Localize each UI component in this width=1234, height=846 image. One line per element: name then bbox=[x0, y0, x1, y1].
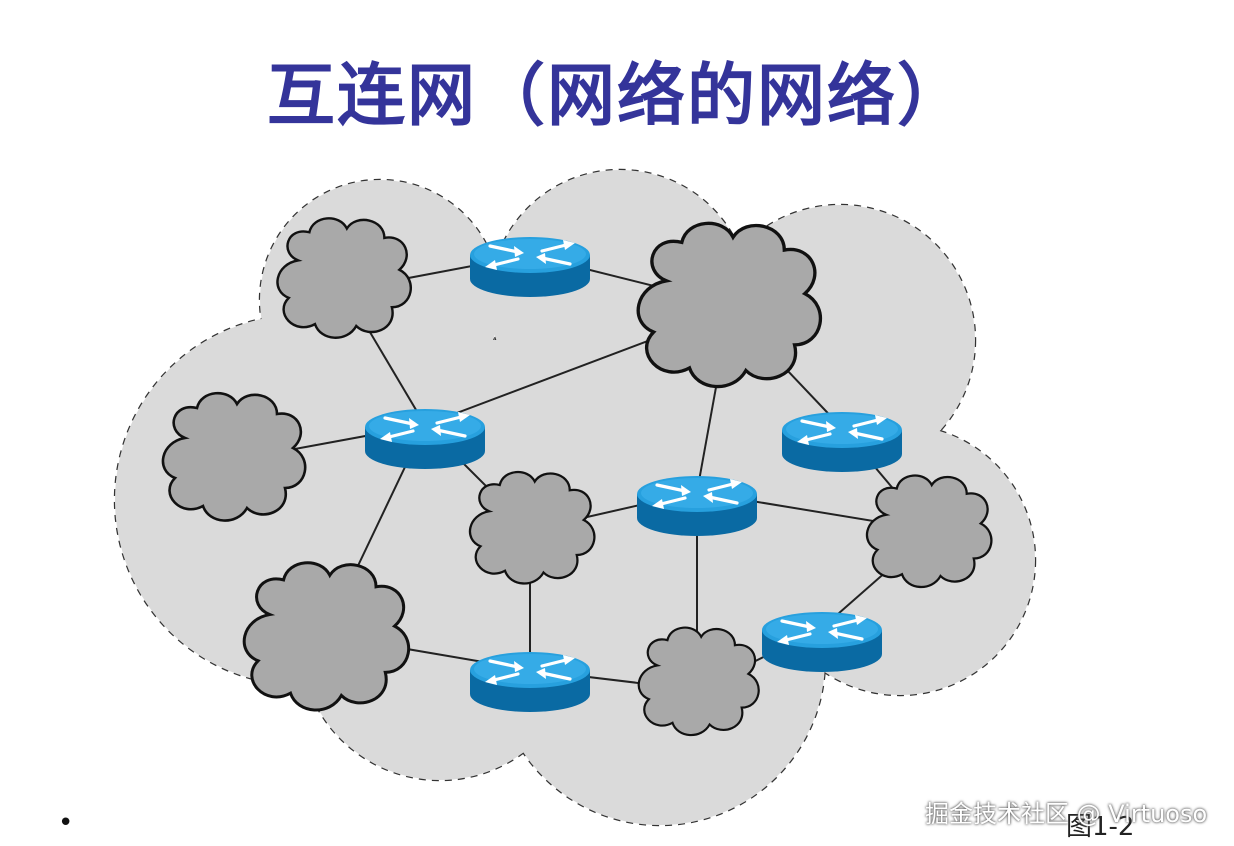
router-icon-center bbox=[635, 474, 759, 538]
router-icon-right bbox=[780, 410, 904, 474]
router-icon-top bbox=[468, 235, 592, 299]
router-icon-bottom-right bbox=[760, 610, 884, 674]
figure-caption: 图1-2 bbox=[1066, 812, 1135, 842]
watermark-text: 掘金技术社区 @ Virtuoso bbox=[925, 800, 1208, 828]
router-icon-left bbox=[363, 407, 487, 471]
router-icon-bottom bbox=[468, 650, 592, 714]
bullet-point: • bbox=[58, 808, 74, 838]
slide-title: 互连网（网络的网络） bbox=[266, 57, 967, 136]
